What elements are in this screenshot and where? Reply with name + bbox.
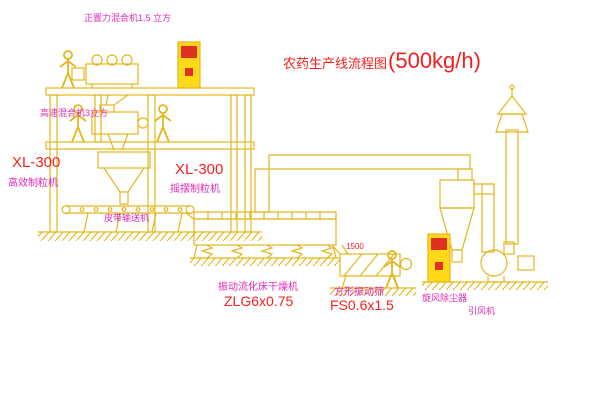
top-mixer-machine	[71, 54, 139, 106]
right-granulator-model-label: XL-300	[175, 161, 224, 178]
top-mixer-label: 正置力混合机1.5 立方	[84, 13, 172, 23]
belt-conveyor-label: 皮带输送机	[104, 213, 150, 223]
high-speed-mixer-machine	[91, 104, 149, 151]
fan-label: 引风机	[468, 306, 496, 316]
right-granulator-name-label: 摇摆制粒机	[170, 184, 220, 195]
sieve-name-label: 方形振动筛	[334, 287, 384, 298]
dryer-name-label: 振动流化床干燥机	[218, 282, 298, 293]
dryer-model-label: ZLG6x0.75	[224, 293, 294, 309]
left-granulator-model-label: XL-300	[12, 154, 61, 171]
vibrating-sieve	[330, 244, 416, 296]
title-text: 农药生产线流程图	[283, 56, 388, 71]
sieve-dimension-label: 1500	[346, 242, 364, 251]
high-speed-mixer-label: 高速混合机3立方	[40, 108, 109, 118]
sieve-model-label: FS0.6x1.5	[330, 297, 394, 313]
diagram-title: 农药生产线流程图 (500kg/h)	[283, 48, 481, 74]
left-granulator-name-label: 高效制粒机	[8, 178, 58, 189]
control-cabinet	[177, 41, 201, 89]
building-structure	[38, 87, 262, 241]
fluid-bed-dryer	[190, 211, 340, 266]
control-cabinet	[427, 233, 451, 283]
granulator-machine	[97, 151, 151, 205]
belt-conveyor	[61, 204, 195, 233]
title-capacity: (500kg/h)	[388, 48, 481, 73]
induced-draft-fan	[480, 241, 535, 282]
cyclone-label: 旋风除尘器	[422, 293, 468, 303]
